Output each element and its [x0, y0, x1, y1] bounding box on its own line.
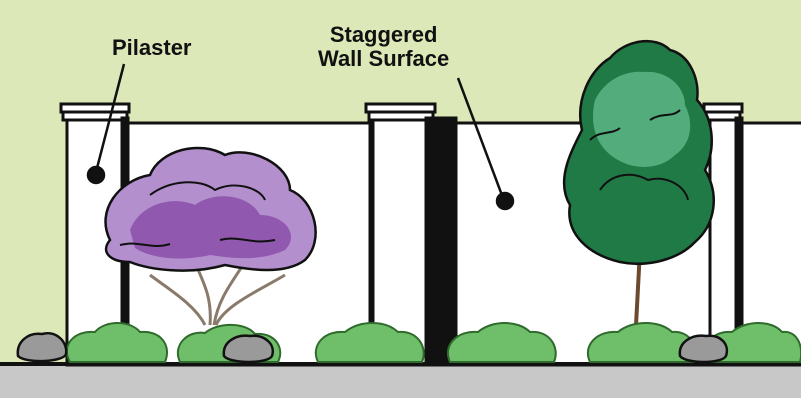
- shrub-icon: [315, 322, 425, 363]
- ground-strip: [0, 364, 801, 398]
- pilaster-label: Pilaster: [112, 36, 192, 60]
- rock-icon: [222, 334, 275, 364]
- staggered-pointer-line: [456, 77, 505, 199]
- green-tree-icon: [562, 39, 715, 326]
- pilaster-pointer-dot: [86, 165, 106, 185]
- pilaster-label-text: Pilaster: [112, 35, 192, 60]
- pilasters: [59, 102, 744, 367]
- shrubs: [65, 322, 801, 363]
- staggered-pointer-dot: [495, 191, 515, 211]
- rock-icon: [16, 331, 68, 363]
- staggered-label-line1: Staggered: [329, 22, 438, 47]
- wall-panel-recessed-shadow: [428, 116, 458, 367]
- rocks: [16, 331, 729, 364]
- staggered-label-line2: Wall Surface: [318, 46, 450, 71]
- pilaster-pointer-line: [94, 63, 126, 173]
- staggered-wall-surface-label: Staggered Wall Surface: [318, 23, 449, 71]
- shrub-icon: [447, 322, 557, 363]
- purple-flowering-tree-icon: [104, 146, 317, 326]
- callout-pointers: [86, 63, 515, 211]
- shrub-icon: [65, 322, 168, 363]
- rock-icon: [678, 334, 729, 364]
